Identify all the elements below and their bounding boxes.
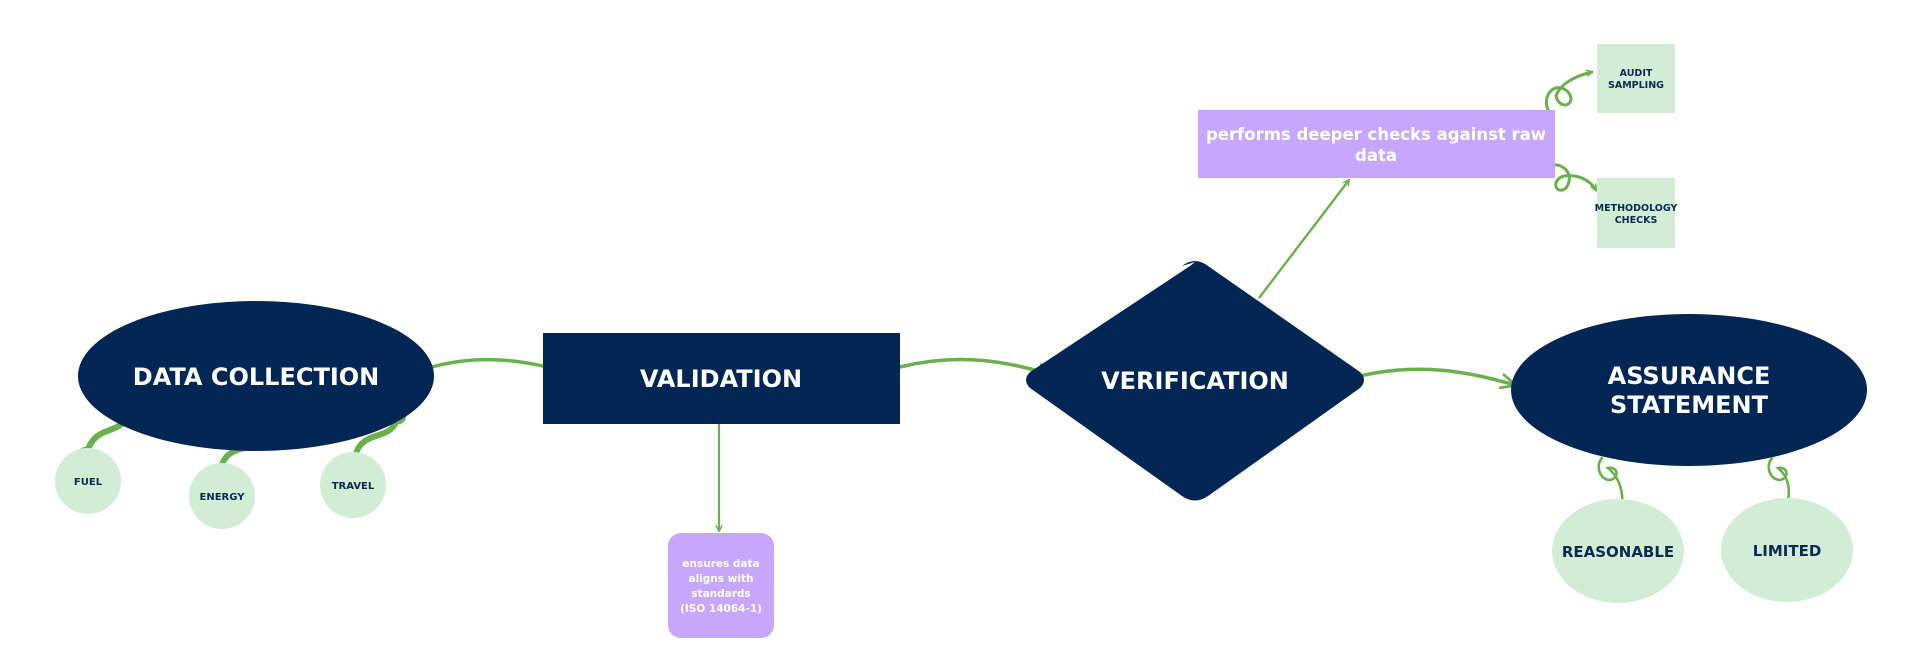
validation-label: VALIDATION <box>640 365 802 393</box>
methodology-checks-line-1: METHODOLOGY <box>1595 203 1678 214</box>
note-verification: performs deeper checks against raw data <box>1198 110 1555 178</box>
source-travel-shape <box>320 452 386 518</box>
connector-note-to-audit-sampling <box>1544 72 1594 114</box>
source-fuel: FUEL <box>55 448 121 514</box>
validation-note-line-2: aligns with <box>689 573 754 585</box>
assurance-statement-shape <box>1511 314 1867 466</box>
methodology-checks-line-2: CHECKS <box>1615 215 1658 226</box>
node-validation: VALIDATION <box>543 333 900 424</box>
source-travel: TRAVEL <box>320 452 386 518</box>
source-fuel-label: FUEL <box>74 477 103 488</box>
assurance-statement-line-1: ASSURANCE <box>1608 362 1771 390</box>
connector-validation-to-verification <box>898 357 1052 375</box>
validation-note-line-3: standards <box>691 588 750 600</box>
node-verification: VERIFICATION <box>1026 261 1364 501</box>
source-energy: ENERGY <box>189 463 255 529</box>
note-validation: ensures data aligns with standards (ISO … <box>668 533 774 638</box>
verification-note-line-1: performs deeper checks against raw <box>1206 125 1546 144</box>
data-collection-label: DATA COLLECTION <box>133 363 379 391</box>
source-fuel-shape <box>55 448 121 514</box>
limited-label: LIMITED <box>1753 542 1822 560</box>
verification-note-line-2: data <box>1355 146 1397 165</box>
connector-note-to-methodology-checks <box>1543 163 1598 192</box>
methodology-checks-shape <box>1597 178 1675 248</box>
reasonable-shape <box>1552 499 1684 603</box>
level-limited: LIMITED <box>1721 498 1853 602</box>
verification-label: VERIFICATION <box>1101 367 1289 395</box>
validation-note-shape <box>668 533 774 638</box>
audit-sampling-line-2: SAMPLING <box>1608 80 1664 91</box>
assurance-statement-line-2: STATEMENT <box>1610 391 1769 419</box>
check-methodology-checks: METHODOLOGY CHECKS <box>1595 178 1678 248</box>
audit-sampling-line-1: AUDIT <box>1620 68 1653 79</box>
verification-shape <box>1026 261 1364 501</box>
source-travel-label: TRAVEL <box>332 481 375 492</box>
source-energy-label: ENERGY <box>200 492 246 503</box>
level-reasonable: REASONABLE <box>1552 499 1684 603</box>
data-collection-shape <box>78 301 434 451</box>
connector-assurance-to-limited <box>1767 456 1789 510</box>
validation-note-line-1: ensures data <box>682 558 759 570</box>
validation-shape <box>543 333 900 424</box>
audit-sampling-shape <box>1597 44 1675 113</box>
limited-shape <box>1721 498 1853 602</box>
verification-note-shape <box>1198 110 1555 178</box>
validation-note-line-4: (ISO 14064-1) <box>680 603 762 615</box>
node-data-collection: DATA COLLECTION <box>78 301 434 451</box>
connector-assurance-to-reasonable <box>1597 456 1623 510</box>
check-audit-sampling: AUDIT SAMPLING <box>1597 44 1675 113</box>
reasonable-label: REASONABLE <box>1562 543 1674 561</box>
source-energy-shape <box>189 463 255 529</box>
connector-verification-to-assurance <box>1358 367 1515 385</box>
connector-verification-to-note <box>1258 180 1349 299</box>
node-assurance-statement: ASSURANCE STATEMENT <box>1511 314 1867 466</box>
